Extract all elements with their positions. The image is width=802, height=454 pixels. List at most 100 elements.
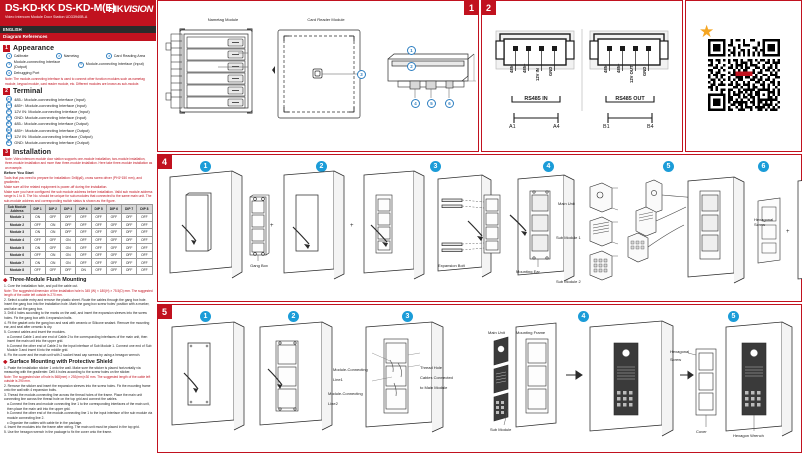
section-badge-3: 3 — [3, 148, 10, 156]
gang-box-label: Gang Box — [250, 263, 268, 268]
terminal-number: B3 — [6, 133, 13, 140]
step-text: 4. Fit the gasket onto the gang box and … — [4, 320, 150, 329]
section-installation-header: 3 Installation — [3, 148, 153, 156]
callout-bubble-2: 2 — [407, 62, 416, 71]
callout-label: Nametag — [63, 53, 79, 58]
mounting-frame-label: Mounting Frame — [516, 330, 546, 335]
dip-cell: OFF — [136, 266, 153, 275]
sub-module-label: Sub Module — [490, 427, 512, 432]
flush-mounting-art: + + — [169, 170, 802, 284]
surface-mounting-title: Surface Mounting with Protective Shield — [9, 358, 113, 365]
dip-cell: OFF — [75, 212, 92, 222]
product-title: DS-KD-KK DS-KD-M(E) — [5, 2, 116, 14]
star-icon: ★ — [699, 22, 715, 41]
hexagonal-screw-label-line1: Hexagonal — [754, 217, 774, 222]
logo-vision: VISION — [123, 4, 153, 15]
dip-col-header: DIP 7 — [120, 203, 138, 214]
dip-cell: OFF — [105, 266, 123, 275]
surface-mounting-steps: 1. Paste the installation sticker 1 onto… — [3, 366, 153, 435]
dip-cell: OFF — [136, 235, 153, 245]
hexagon-wrench-label: Hexagon Wrench — [733, 433, 764, 438]
dip-cell: ON — [29, 212, 46, 222]
dip-row-label: Module 6 — [3, 250, 31, 260]
step-text: 5. Connect cables and insert the modules… — [4, 329, 66, 334]
step-text: 2. Select a cable entry and remove the p… — [4, 297, 150, 311]
callout-label: Debugging Port — [13, 70, 40, 75]
step-badge-5: 5 — [663, 161, 674, 172]
dip-cell: OFF — [90, 258, 107, 268]
pin-label-gnd-out: GND — [642, 66, 647, 76]
dip-cell: OFF — [136, 250, 153, 260]
dip-cell: OFF — [59, 266, 77, 275]
section-appearance-header: 1 Appearance — [3, 44, 153, 52]
dip-cell: OFF — [75, 220, 92, 230]
dip-cell: OFF — [120, 212, 138, 222]
step-badge-2: 2 — [288, 311, 299, 322]
terminal-label: 12V IN: Module-connecting Interface (Inp… — [14, 109, 90, 115]
cables-connected-label-b: to Main Module — [420, 385, 448, 390]
dip-row-label: Module 7 — [3, 258, 31, 268]
terminal-label: 12V IN: Module-connecting Interface (Out… — [14, 133, 93, 139]
dip-cell: OFF — [44, 212, 62, 222]
callout-label: Card Reading Area — [113, 53, 146, 58]
dip-cell: ON — [44, 228, 62, 237]
callout-label: Calibrate — [13, 53, 29, 58]
dip-cell: OFF — [29, 235, 46, 245]
before-you-start-title: Before You Start — [4, 170, 34, 175]
step-badge-1: 1 — [200, 161, 211, 172]
hexagonal-screw-label-a: Hexagonal — [670, 349, 690, 354]
dip-cell: OFF — [75, 235, 92, 245]
dip-row-label: Module 4 — [3, 235, 31, 245]
dip-cell: OFF — [136, 212, 153, 222]
main-unit-label: Main Unit — [488, 330, 505, 335]
terminal-label: 485+: Module-connecting Interface (Input… — [14, 102, 87, 108]
substep-text: c.Organize the cables with cable tie in … — [7, 420, 83, 425]
dip-cell: OFF — [75, 228, 92, 237]
step-text: 2. Remove the sticker and insert the exp… — [4, 383, 151, 393]
appearance-line-art — [165, 28, 476, 119]
dip-cell: OFF — [120, 250, 138, 260]
pin-label-12v-out: 12V OUT — [629, 65, 634, 83]
terminal-label: 485+: Module-connecting Interface (Outpu… — [14, 127, 90, 133]
surface-mounting-header: Surface Mounting with Protective Shield — [3, 359, 153, 365]
dip-row-label: Module 3 — [3, 228, 31, 237]
dip-cell: OFF — [136, 228, 153, 237]
panel-qr-code: ★ — [685, 0, 802, 152]
svg-text:+: + — [786, 229, 790, 235]
qr-code-image[interactable] — [708, 39, 780, 111]
step-text: 4. Insert the modules into the frame aft… — [4, 425, 140, 430]
sub-module-2-label: Sub Module 2 — [556, 279, 581, 284]
hikvision-logo: HIKVISION — [108, 4, 153, 15]
flush-mounting-steps: 1. Core the installation hole, and pull … — [3, 284, 153, 357]
pin-label-485-minus-out: 485- — [603, 64, 608, 73]
callout-number: 3 — [106, 53, 113, 60]
surface-note: Note: The suggested size of hole is 568(… — [4, 375, 151, 384]
range-label-a4: A4 — [553, 124, 560, 130]
range-label-b1: B1 — [603, 124, 610, 130]
installation-note: Note: Video intercom module door station… — [5, 157, 153, 170]
dip-cell: OFF — [120, 220, 138, 230]
step-text: 1. Paste the installation sticker 1 onto… — [4, 365, 141, 375]
brand-header: DS-KD-KK DS-KD-M(E) Video Intercom Modul… — [0, 0, 156, 26]
callout-bubble-5: 5 — [427, 99, 436, 108]
substep-text: a.Connect Cable 1 and one end of Cable 2… — [7, 334, 148, 343]
dip-cell: OFF — [105, 212, 123, 222]
dip-col-header-address: Sub Module Address — [3, 203, 31, 214]
callout-number: 1 — [6, 53, 13, 60]
svg-text:+: + — [350, 223, 354, 229]
section-terminal-header: 2 Terminal — [3, 87, 153, 95]
callout-number: 4 — [6, 61, 13, 68]
step-text: 1. Core the installation hole, and pull … — [4, 284, 79, 289]
dip-cell: OFF — [105, 243, 123, 252]
